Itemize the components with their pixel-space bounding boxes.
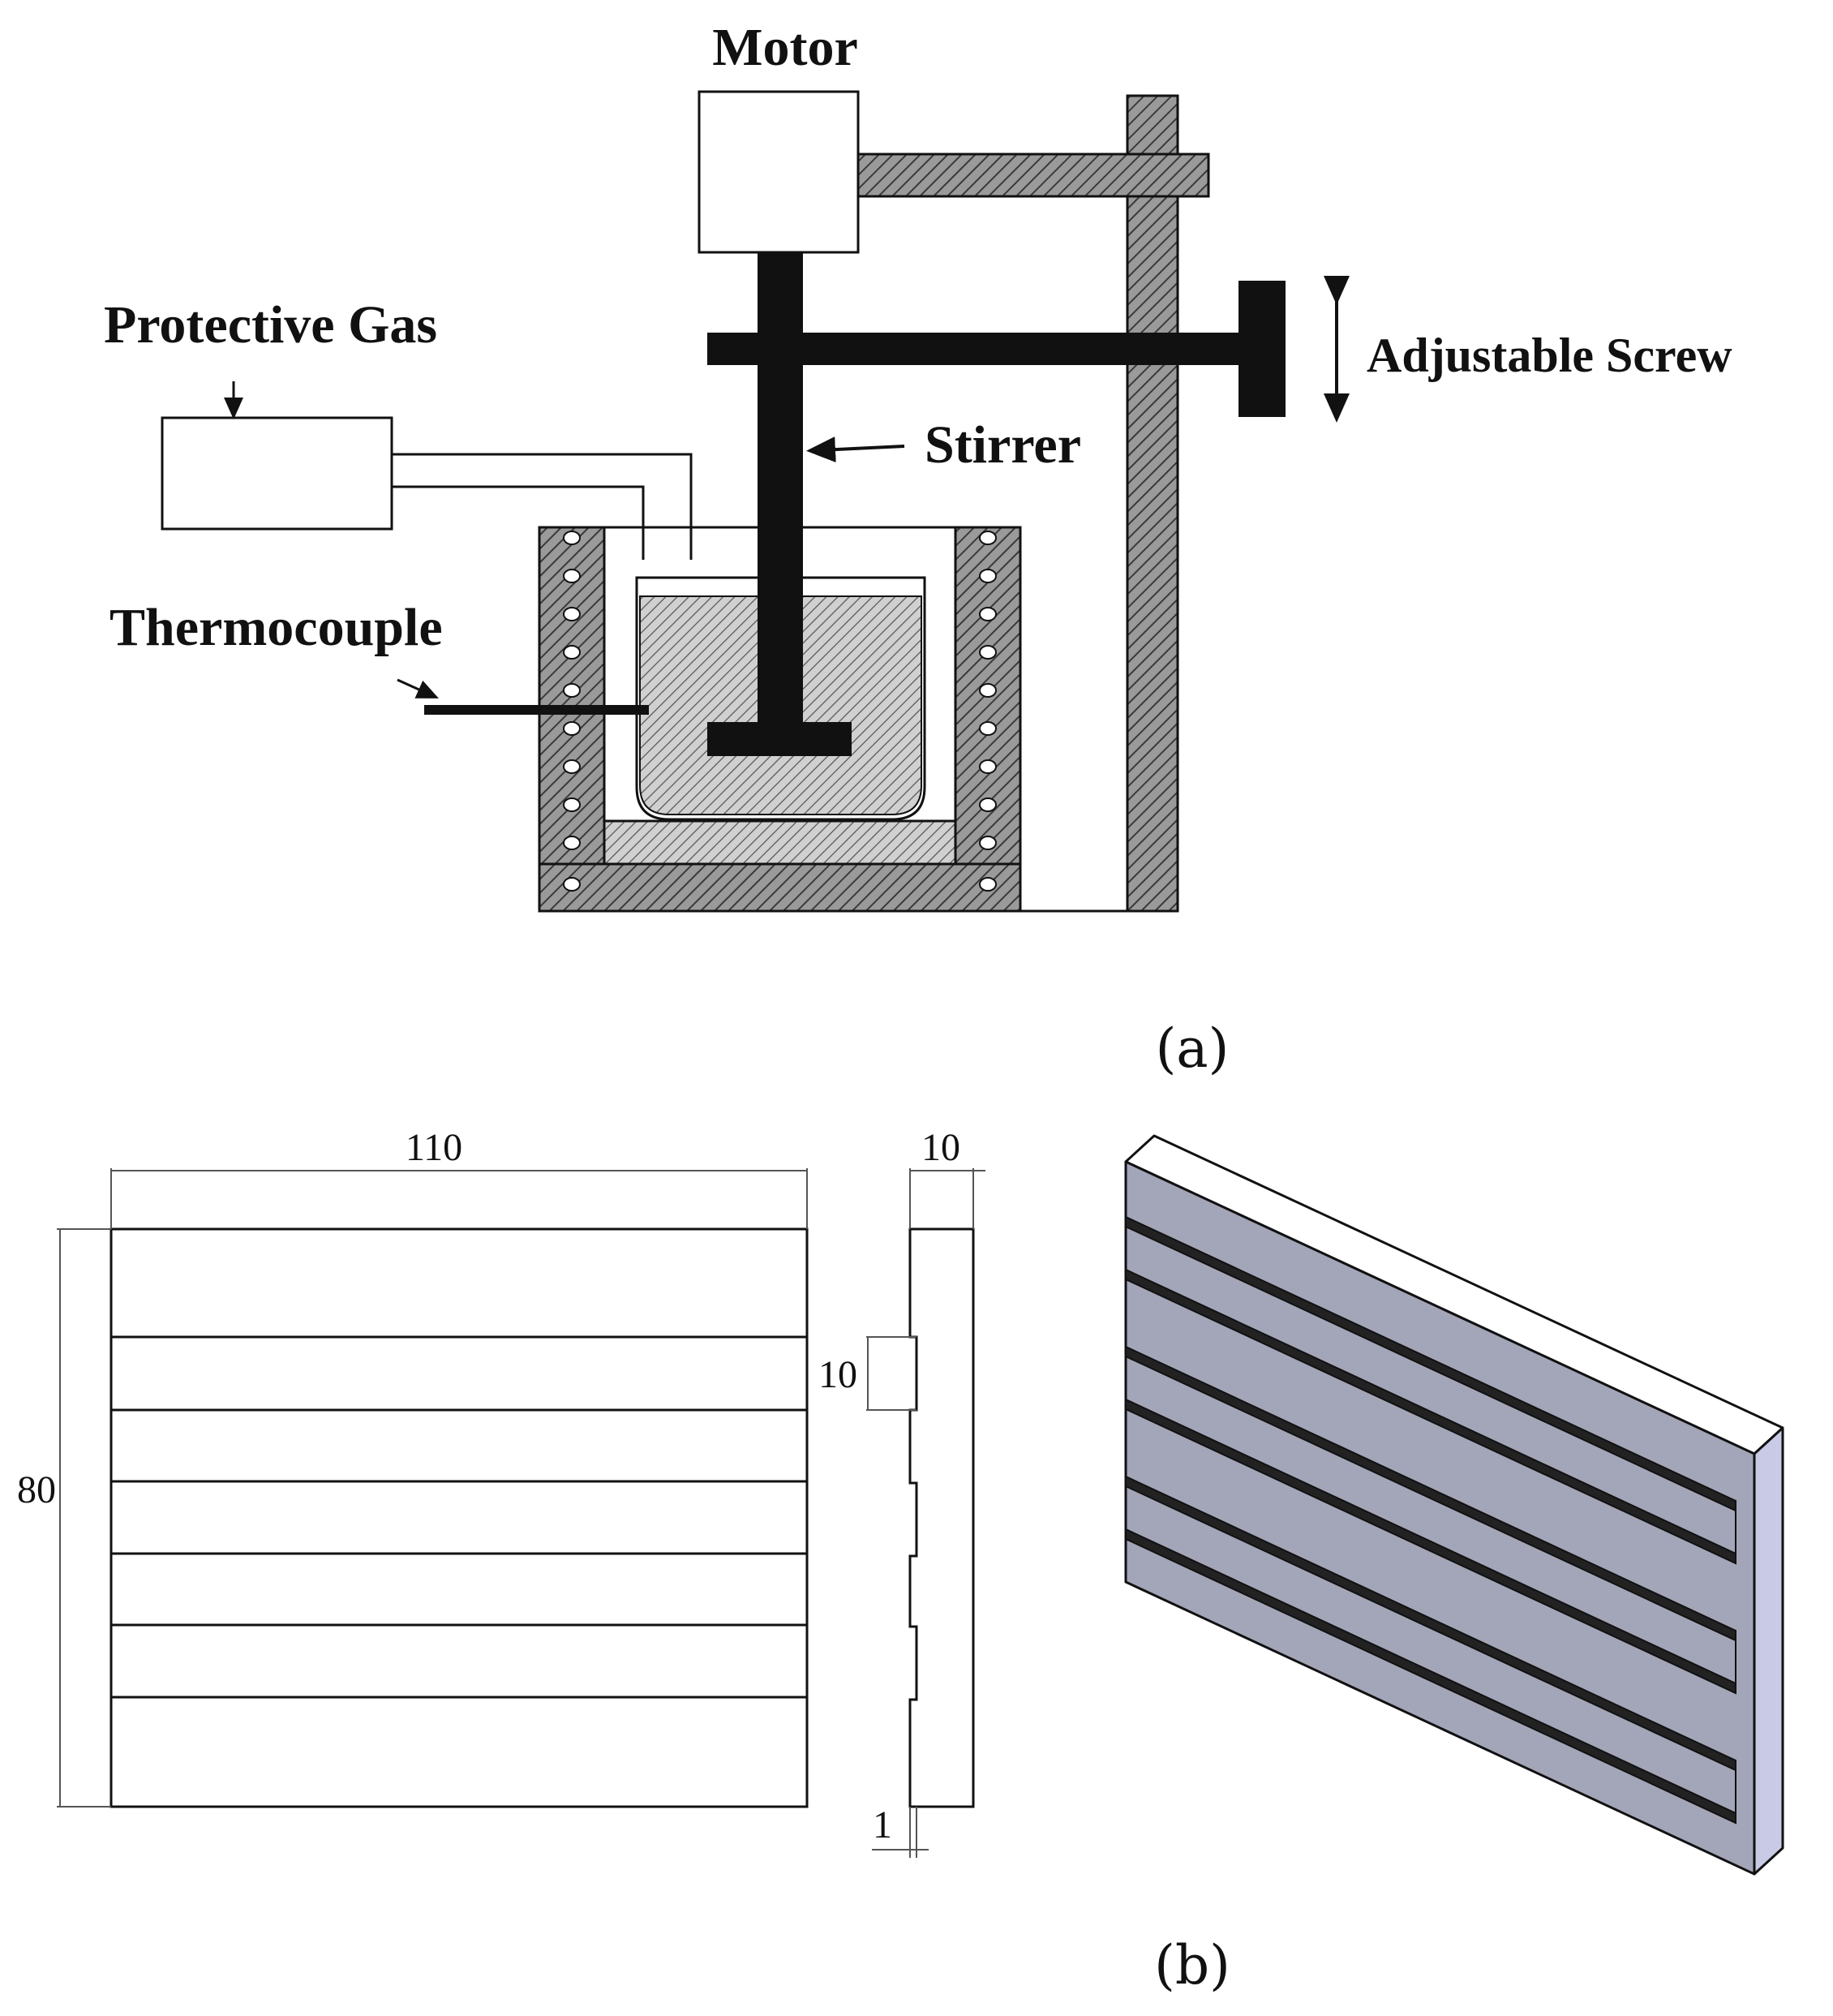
iso-grooves [1125, 1215, 1736, 1825]
furnace-bottom [538, 862, 1022, 913]
thermocouple-rod [424, 705, 649, 715]
groove-width-dimension [866, 1336, 916, 1411]
groove-width-dimension-label: 10 [818, 1353, 857, 1396]
height-dimension-label: 80 [17, 1468, 56, 1511]
gas-pipe-inner [392, 485, 645, 560]
groove-depth-dimension [872, 1807, 929, 1858]
stirrer-blade-submerged [707, 722, 852, 756]
apparatus-diagram: Motor Adjustable Screw Stirrer Protectiv… [104, 18, 1732, 1080]
furnace-right-wall [954, 526, 1022, 913]
width-dimension [110, 1168, 808, 1229]
crucible-holder-base [603, 819, 957, 866]
motor-box [698, 90, 860, 254]
front-view [109, 1227, 809, 1808]
adjustable-screw-bar [707, 333, 1243, 365]
stand-post [1126, 94, 1179, 913]
protective-gas-box [161, 416, 393, 531]
stirrer-label: Stirrer [925, 415, 1081, 475]
width-dimension-label: 110 [406, 1126, 462, 1169]
caption-a: (a) [1156, 1017, 1230, 1080]
groove-depth-dimension-label: 1 [873, 1803, 892, 1846]
adjustable-screw-label: Adjustable Screw [1367, 329, 1732, 382]
stand-arm [856, 153, 1210, 198]
thermocouple-arrow-icon [397, 678, 439, 699]
mold-drawing: 110 80 10 10 1 [17, 1126, 1784, 1997]
furnace-left-wall [538, 526, 606, 913]
thermocouple-label: Thermocouple [109, 598, 443, 657]
protective-gas-label: Protective Gas [104, 295, 437, 355]
thickness-dimension [909, 1168, 985, 1229]
heating-coils-right [979, 531, 997, 892]
stirrer-arrow-icon [806, 436, 905, 463]
height-dimension [57, 1228, 111, 1808]
thickness-dimension-label: 10 [921, 1126, 960, 1169]
caption-b: (b) [1154, 1934, 1230, 1997]
motor-label: Motor [712, 18, 858, 77]
gas-pipe-outer [392, 453, 693, 560]
adjustable-screw-head [1238, 281, 1286, 417]
heating-coils-left [563, 531, 581, 892]
iso-side-face [1753, 1426, 1784, 1876]
side-view [908, 1227, 975, 1808]
stirrer-shaft-submerged [758, 578, 803, 724]
iso-groove-walls [1125, 1217, 1736, 1823]
